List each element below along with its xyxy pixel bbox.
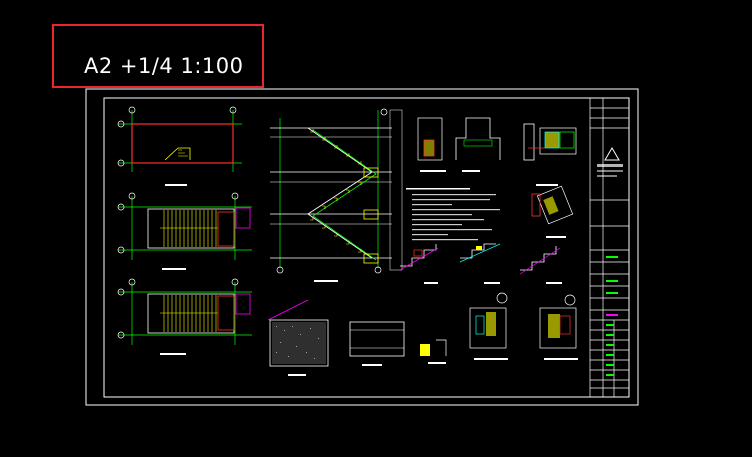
- detail-top-right: [523, 123, 577, 186]
- connection-details-bottom: [469, 292, 578, 360]
- stair-section: [270, 108, 403, 282]
- plan-view-2: [117, 192, 252, 270]
- title-block: [589, 98, 629, 397]
- beam-detail-bottom: [349, 321, 447, 366]
- sheet-outer-frame: [85, 88, 639, 406]
- title-block-fills: [606, 256, 618, 376]
- scale-callout-box: A2 +1/4 1:100: [52, 24, 264, 88]
- plan-view-3: [117, 278, 252, 355]
- step-details: [399, 185, 574, 284]
- detail-top-middle: [417, 117, 501, 172]
- sheet-inner-frame: [103, 97, 630, 398]
- scale-callout-text: A2 +1/4 1:100: [84, 54, 244, 78]
- title-block-logo: [597, 147, 623, 177]
- general-notes: [406, 188, 500, 241]
- plan-view-1: [117, 106, 242, 186]
- slab-detail-hatched: [267, 299, 329, 376]
